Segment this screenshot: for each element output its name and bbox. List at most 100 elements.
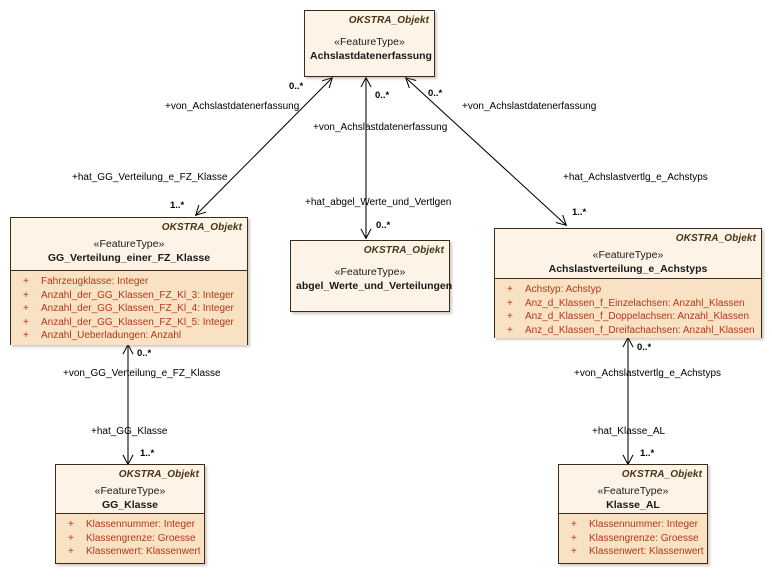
attribute-text: Fahrzeugklasse: Integer — [41, 276, 149, 287]
visibility-marker: + — [507, 284, 513, 295]
attribute-text: Anz_d_Klassen_f_Einzelachsen: Anzahl_Kla… — [525, 297, 745, 309]
attribute-row: + Klassengrenze: Groesse — [56, 532, 204, 546]
class-name: GG_Verteilung_einer_FZ_Klasse — [47, 252, 211, 264]
class-name: Achslastdatenerfassung — [310, 50, 432, 62]
attribute-row: + Klassennummer: Integer — [56, 518, 204, 532]
attribute-row: + Klassengrenze: Groesse — [559, 532, 707, 546]
class-header: OKSTRA_Objekt «FeatureType» Achslastvert… — [495, 229, 761, 279]
attribute-text: Anz_d_Klassen_f_Dreifachachsen: Anzahl_K… — [525, 324, 755, 336]
class-klasse-al[interactable]: OKSTRA_Objekt «FeatureType» Klasse_AL + K… — [558, 464, 708, 564]
role-label-von-gg-verteilung-e-fz-klasse: +von_GG_Verteilung_e_FZ_Klasse — [63, 368, 221, 379]
multiplicity-klasse-al-at-achslastverteilung: 0..* — [637, 342, 652, 353]
attribute-row: + Anz_d_Klassen_f_Einzelachsen: Anzahl_Kl… — [495, 297, 761, 311]
okstra-objekt-tag: OKSTRA_Objekt — [363, 245, 444, 256]
attribute-row: + Achstyp: Achstyp — [495, 283, 761, 297]
attribute-row: + Klassenwert: Klassenwert — [559, 545, 707, 559]
attribute-text: Anz_d_Klassen_f_Doppelachsen: Anzahl_Kla… — [525, 311, 750, 322]
class-stereotype: «FeatureType» — [597, 485, 669, 497]
attribute-row: + Klassenwert: Klassenwert — [56, 545, 204, 559]
class-name: Achslastverteilung_e_Achstyps — [548, 263, 708, 275]
attribute-text: Klassenwert: Klassenwert — [589, 546, 704, 557]
class-stereotype: «FeatureType» — [93, 238, 165, 250]
attribute-text: Klassennummer: Integer — [589, 519, 698, 530]
visibility-marker: + — [507, 297, 513, 309]
class-gg-klasse[interactable]: OKSTRA_Objekt «FeatureType» GG_Klasse + K… — [55, 464, 205, 564]
attribute-row: + Klassennummer: Integer — [559, 518, 707, 532]
attribute-text: Anzahl_der_GG_Klassen_FZ_Kl_4: Integer — [41, 303, 234, 314]
class-stereotype: «FeatureType» — [592, 249, 664, 261]
class-stereotype: «FeatureType» — [334, 36, 405, 48]
class-name: GG_Klasse — [101, 499, 159, 511]
multiplicity-achslastverteilung-at-klasse-al: 1..* — [640, 448, 655, 459]
multiplicity-abgel-werte-at-erfassung: 0..* — [375, 90, 390, 101]
role-label-hat-klasse-al: +hat_Klasse_AL — [592, 426, 666, 437]
visibility-marker: + — [571, 546, 577, 557]
visibility-marker: + — [571, 532, 577, 544]
visibility-marker: + — [68, 532, 74, 544]
multiplicity-erfassung-at-achslastverteilung: 1..* — [572, 207, 587, 218]
attribute-row: + Fahrzeugklasse: Integer — [11, 275, 247, 289]
attribute-row: + Anzahl_Ueberladungen: Anzahl — [11, 329, 247, 343]
class-achslastdatenerfassung[interactable]: OKSTRA_Objekt «FeatureType» Achslastdate… — [304, 10, 435, 77]
attribute-text: Anzahl_Ueberladungen: Anzahl — [41, 330, 182, 341]
class-attributes: + Achstyp: Achstyp + Anz_d_Klassen_f_Einze… — [495, 279, 761, 338]
class-gg-verteilung-einer-fz-klasse[interactable]: OKSTRA_Objekt «FeatureType» GG_Verteilun… — [10, 217, 248, 345]
role-label-von-achslastvertlg-e-achstyps: +von_Achslastvertlg_e_Achstyps — [574, 368, 722, 379]
attribute-text: Klassenwert: Klassenwert — [86, 546, 201, 557]
role-label-hat-gg-klasse: +hat_GG_Klasse — [91, 426, 168, 437]
okstra-objekt-tag: OKSTRA_Objekt — [675, 233, 756, 244]
visibility-marker: + — [23, 330, 29, 341]
attribute-row: + Anzahl_der_GG_Klassen_FZ_Kl_4: Integer — [11, 302, 247, 316]
class-header: OKSTRA_Objekt «FeatureType» abgel_Werte_… — [291, 241, 453, 311]
visibility-marker: + — [23, 289, 29, 301]
role-label-hat-abgel-werte-und-vertlgen: +hat_abgel_Werte_und_Vertlgen — [305, 197, 452, 208]
class-stereotype: «FeatureType» — [94, 485, 166, 497]
visibility-marker: + — [571, 519, 577, 530]
attribute-text: Anzahl_der_GG_Klassen_FZ_Kl_5: Integer — [41, 316, 234, 328]
role-label-von-achslastdatenerfassung-right: +von_Achslastdatenerfassung — [462, 101, 597, 112]
association-gg-verteilung-erfassung — [196, 78, 332, 215]
okstra-objekt-tag: OKSTRA_Objekt — [621, 469, 702, 480]
visibility-marker: + — [68, 519, 74, 530]
attribute-row: + Anzahl_der_GG_Klassen_FZ_Kl_3: Integer — [11, 289, 247, 303]
attribute-text: Klassengrenze: Groesse — [86, 532, 196, 544]
attribute-text: Klassengrenze: Groesse — [589, 532, 699, 544]
okstra-objekt-tag: OKSTRA_Objekt — [348, 15, 429, 26]
class-attributes: + Fahrzeugklasse: Integer + Anzahl_der_GG_… — [11, 271, 247, 345]
class-name: Klasse_AL — [606, 499, 660, 511]
class-stereotype: «FeatureType» — [334, 266, 406, 278]
class-header: OKSTRA_Objekt «FeatureType» Achslastdate… — [305, 11, 434, 76]
class-header: OKSTRA_Objekt «FeatureType» Klasse_AL — [559, 465, 707, 514]
class-header: OKSTRA_Objekt «FeatureType» GG_Verteilun… — [11, 218, 247, 271]
attribute-text: Anzahl_der_GG_Klassen_FZ_Kl_3: Integer — [41, 289, 234, 301]
class-name: abgel_Werte_und_Verteilungen — [296, 280, 453, 292]
role-label-von-achslastdatenerfassung-middle: +von_Achslastdatenerfassung — [313, 122, 448, 133]
attribute-row: + Anz_d_Klassen_f_Doppelachsen: Anzahl_Kl… — [495, 310, 761, 324]
attribute-text: Klassennummer: Integer — [86, 519, 195, 530]
multiplicity-gg-klasse-at-gg-verteilung: 0..* — [137, 348, 152, 359]
multiplicity-gg-verteilung-at-gg-klasse: 1..* — [140, 448, 155, 459]
multiplicity-erfassung-at-abgel-werte: 0..* — [376, 220, 391, 231]
attribute-row: + Anzahl_der_GG_Klassen_FZ_Kl_5: Integer — [11, 316, 247, 330]
visibility-marker: + — [68, 546, 74, 557]
multiplicity-gg-verteilung-at-erfassung: 0..* — [289, 81, 304, 92]
visibility-marker: + — [23, 316, 29, 328]
role-label-hat-gg-verteilung-e-fz-klasse: +hat_GG_Verteilung_e_FZ_Klasse — [72, 172, 228, 183]
visibility-marker: + — [23, 276, 29, 287]
multiplicity-erfassung-at-gg-verteilung: 1..* — [170, 200, 185, 211]
class-achslastverteilung-e-achstyps[interactable]: OKSTRA_Objekt «FeatureType» Achslastvert… — [494, 228, 762, 338]
attribute-text: Achstyp: Achstyp — [525, 284, 602, 295]
visibility-marker: + — [507, 311, 513, 322]
visibility-marker: + — [507, 324, 513, 336]
class-attributes: + Klassennummer: Integer + Klassengrenze: … — [559, 514, 707, 563]
role-label-von-achslastdatenerfassung-left: +von_Achslastdatenerfassung — [165, 101, 300, 112]
okstra-objekt-tag: OKSTRA_Objekt — [118, 469, 199, 480]
okstra-objekt-tag: OKSTRA_Objekt — [161, 222, 242, 233]
multiplicity-achslastverteilung-at-erfassung: 0..* — [428, 88, 443, 99]
class-attributes: + Klassennummer: Integer + Klassengrenze: … — [56, 514, 204, 563]
attribute-row: + Anz_d_Klassen_f_Dreifachachsen: Anzahl_… — [495, 324, 761, 338]
class-abgel-werte-und-verteilungen[interactable]: OKSTRA_Objekt «FeatureType» abgel_Werte_… — [290, 240, 453, 312]
class-header: OKSTRA_Objekt «FeatureType» GG_Klasse — [56, 465, 204, 514]
visibility-marker: + — [23, 303, 29, 314]
